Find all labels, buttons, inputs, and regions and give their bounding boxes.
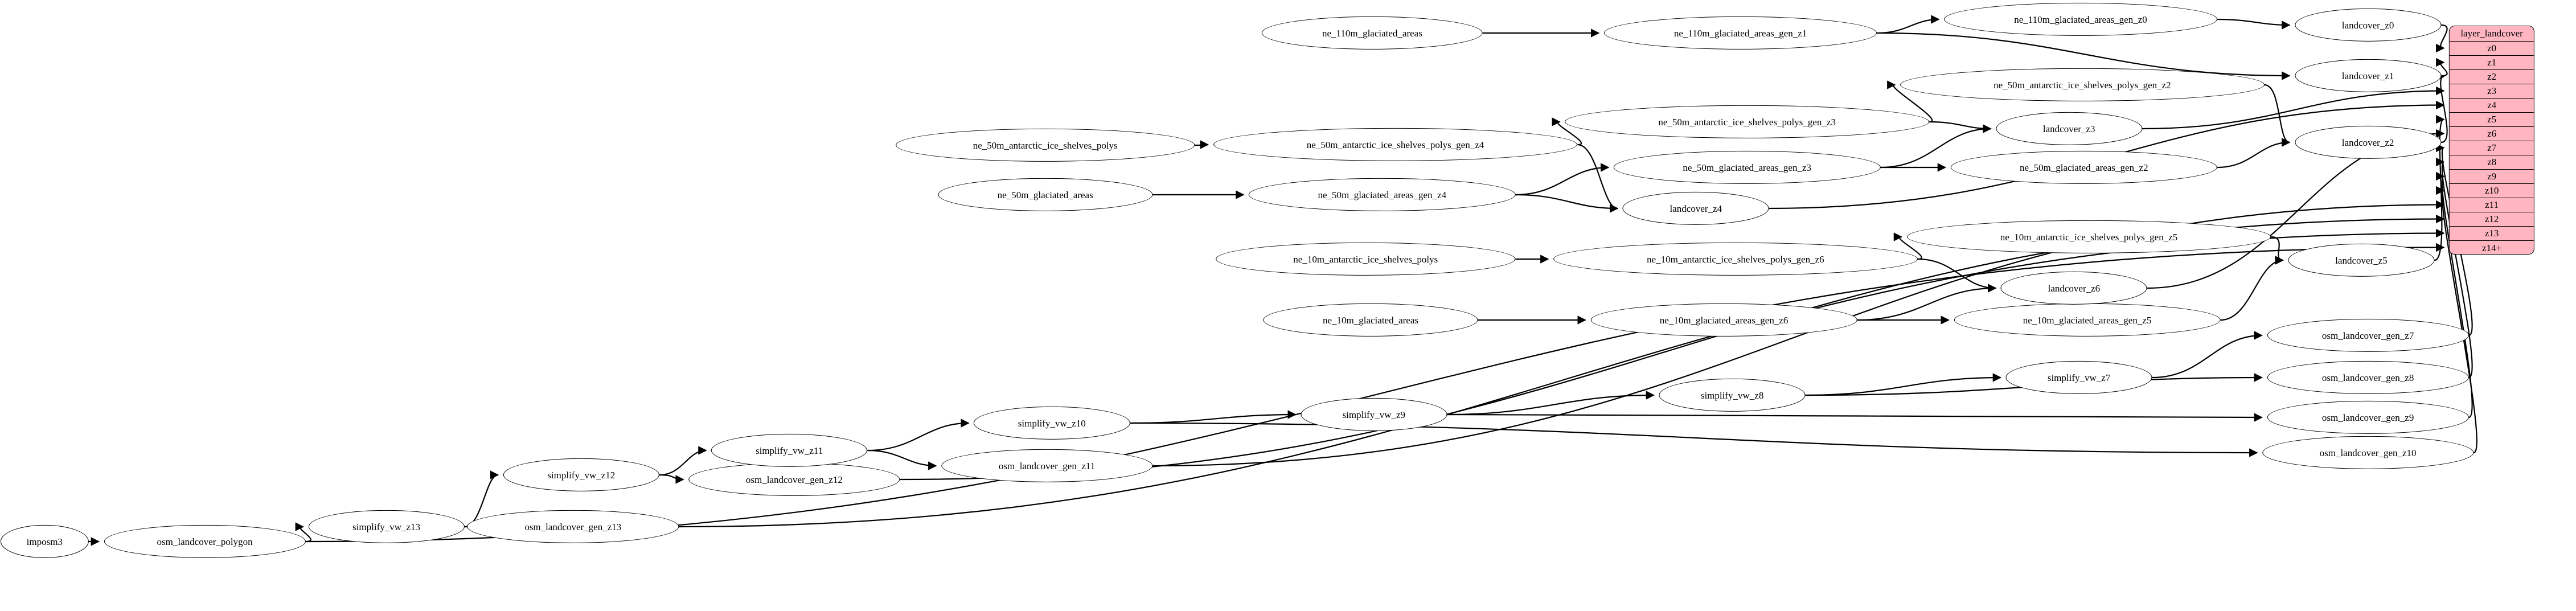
graph-node-label: ne_10m_antarctic_ice_shelves_polys_gen_z… — [1647, 253, 1824, 265]
record-row-z8[interactable]: z8 — [2449, 155, 2534, 170]
graph-node-osm_landcover_gen_z9[interactable]: osm_landcover_gen_z9 — [2267, 400, 2469, 434]
graph-node-simplify_vw_z9[interactable]: simplify_vw_z9 — [1301, 397, 1447, 432]
graph-node-ne_50m_glaciated_areas[interactable]: ne_50m_glaciated_areas — [938, 178, 1153, 212]
graph-node-ne_50m_antarctic_ice_shelves_polys[interactable]: ne_50m_antarctic_ice_shelves_polys — [895, 128, 1195, 162]
graph-node-osm_landcover_gen_z7[interactable]: osm_landcover_gen_z7 — [2267, 318, 2469, 352]
graph-node-ne_50m_glaciated_areas_gen_z4[interactable]: ne_50m_glaciated_areas_gen_z4 — [1249, 178, 1516, 212]
graph-node-label: ne_10m_antarctic_ice_shelves_polys — [1293, 253, 1438, 265]
graph-node-label: ne_50m_antarctic_ice_shelves_polys_gen_z… — [1658, 116, 1836, 128]
graph-node-osm_landcover_gen_z12[interactable]: osm_landcover_gen_z12 — [688, 462, 900, 497]
graph-node-ne_10m_antarctic_ice_shelves_polys[interactable]: ne_10m_antarctic_ice_shelves_polys — [1216, 242, 1516, 276]
record-row-z10[interactable]: z10 — [2449, 184, 2534, 198]
graph-node-simplify_vw_z13[interactable]: simplify_vw_z13 — [308, 510, 465, 544]
graph-node-ne_50m_antarctic_ice_shelves_polys_gen_z2[interactable]: ne_50m_antarctic_ice_shelves_polys_gen_z… — [1900, 68, 2265, 102]
graph-node-label: ne_10m_glaciated_areas — [1322, 314, 1419, 326]
graph-node-label: ne_10m_glaciated_areas_gen_z5 — [2023, 314, 2152, 326]
graph-node-label: landcover_z2 — [2341, 137, 2394, 148]
graph-node-label: ne_110m_glaciated_areas — [1322, 27, 1422, 39]
record-row-z0[interactable]: z0 — [2449, 42, 2534, 56]
graph-node-osm_landcover_gen_z13[interactable]: osm_landcover_gen_z13 — [467, 510, 679, 544]
graph-node-osm_landcover_gen_z11[interactable]: osm_landcover_gen_z11 — [941, 449, 1153, 483]
graph-node-label: osm_landcover_polygon — [157, 536, 253, 547]
graph-node-label: imposm3 — [26, 536, 63, 547]
record-row-z5[interactable]: z5 — [2449, 113, 2534, 127]
record-row-z13[interactable]: z13 — [2449, 227, 2534, 241]
graph-node-simplify_vw_z11[interactable]: simplify_vw_z11 — [711, 433, 868, 468]
graph-node-label: simplify_vw_z11 — [756, 445, 823, 456]
graph-node-label: osm_landcover_gen_z9 — [2321, 412, 2414, 423]
graph-node-ne_10m_glaciated_areas_gen_z5[interactable]: ne_10m_glaciated_areas_gen_z5 — [1954, 303, 2221, 337]
graph-node-label: simplify_vw_z8 — [1700, 389, 1764, 401]
graph-node-label: simplify_vw_z13 — [352, 521, 421, 532]
graph-node-label: osm_landcover_gen_z12 — [745, 474, 843, 485]
record-row-z1[interactable]: z1 — [2449, 56, 2534, 70]
graph-node-osm_landcover_gen_z8[interactable]: osm_landcover_gen_z8 — [2267, 360, 2469, 395]
graph-node-osm_landcover_gen_z10[interactable]: osm_landcover_gen_z10 — [2262, 436, 2474, 470]
graph-node-simplify_vw_z10[interactable]: simplify_vw_z10 — [974, 406, 1130, 440]
graph-node-label: ne_50m_antarctic_ice_shelves_polys — [973, 140, 1118, 151]
graph-node-ne_50m_antarctic_ice_shelves_polys_gen_z4[interactable]: ne_50m_antarctic_ice_shelves_polys_gen_z… — [1213, 128, 1578, 162]
graph-node-label: ne_50m_antarctic_ice_shelves_polys_gen_z… — [1993, 79, 2171, 91]
graph-node-label: landcover_z3 — [2042, 123, 2095, 134]
graph-node-label: osm_landcover_gen_z13 — [524, 521, 622, 532]
graph-node-ne_50m_glaciated_areas_gen_z2[interactable]: ne_50m_glaciated_areas_gen_z2 — [1950, 150, 2218, 184]
graph-node-label: osm_landcover_gen_z10 — [2319, 447, 2417, 458]
graph-node-label: ne_10m_glaciated_areas_gen_z6 — [1659, 314, 1789, 326]
graph-node-label: ne_10m_antarctic_ice_shelves_polys_gen_z… — [2000, 231, 2178, 243]
graph-node-label: osm_landcover_gen_z11 — [998, 460, 1096, 471]
graph-node-label: ne_50m_glaciated_areas_gen_z2 — [2019, 162, 2148, 173]
record-row-z11[interactable]: z11 — [2449, 198, 2534, 212]
graph-node-label: simplify_vw_z7 — [2047, 372, 2111, 383]
graph-node-simplify_vw_z7[interactable]: simplify_vw_z7 — [2005, 360, 2152, 395]
graph-node-label: landcover_z1 — [2341, 70, 2394, 81]
record-row-z6[interactable]: z6 — [2449, 127, 2534, 141]
graph-node-label: simplify_vw_z10 — [1018, 417, 1086, 429]
graph-node-ne_10m_antarctic_ice_shelves_polys_gen_z6[interactable]: ne_10m_antarctic_ice_shelves_polys_gen_z… — [1553, 242, 1918, 276]
graph-node-label: ne_110m_glaciated_areas_gen_z1 — [1673, 27, 1807, 39]
graph-node-landcover_z3[interactable]: landcover_z3 — [1996, 112, 2143, 146]
graph-node-landcover_z0[interactable]: landcover_z0 — [2295, 8, 2442, 42]
record-row-z9[interactable]: z9 — [2449, 170, 2534, 184]
graph-node-ne_10m_glaciated_areas_gen_z6[interactable]: ne_10m_glaciated_areas_gen_z6 — [1590, 303, 1857, 337]
graph-node-label: ne_50m_glaciated_areas_gen_z3 — [1683, 162, 1811, 173]
graph-node-label: osm_landcover_gen_z8 — [2321, 372, 2414, 383]
graph-node-label: landcover_z5 — [2335, 255, 2388, 266]
record-row-z7[interactable]: z7 — [2449, 141, 2534, 155]
record-row-z12[interactable]: z12 — [2449, 212, 2534, 227]
graph-node-landcover_z4[interactable]: landcover_z4 — [1622, 191, 1769, 225]
graph-node-landcover_z1[interactable]: landcover_z1 — [2295, 59, 2442, 93]
graph-node-ne_50m_antarctic_ice_shelves_polys_gen_z3[interactable]: ne_50m_antarctic_ice_shelves_polys_gen_z… — [1565, 105, 1930, 139]
graph-node-simplify_vw_z12[interactable]: simplify_vw_z12 — [503, 458, 659, 492]
record-table-header: layer_landcover — [2449, 26, 2534, 42]
graph-node-ne_50m_glaciated_areas_gen_z3[interactable]: ne_50m_glaciated_areas_gen_z3 — [1613, 150, 1881, 184]
graph-node-label: ne_50m_antarctic_ice_shelves_polys_gen_z… — [1306, 139, 1484, 150]
graph-node-ne_110m_glaciated_areas[interactable]: ne_110m_glaciated_areas — [1261, 16, 1483, 50]
graph-node-ne_110m_glaciated_areas_gen_z0[interactable]: ne_110m_glaciated_areas_gen_z0 — [1944, 2, 2217, 36]
graph-node-landcover_z2[interactable]: landcover_z2 — [2295, 125, 2442, 159]
graph-node-label: landcover_z6 — [2048, 282, 2101, 294]
graph-node-label: landcover_z0 — [2341, 19, 2394, 31]
graph-node-label: simplify_vw_z9 — [1342, 409, 1406, 420]
graph-node-simplify_vw_z8[interactable]: simplify_vw_z8 — [1659, 378, 1806, 412]
graph-node-osm_landcover_polygon[interactable]: osm_landcover_polygon — [104, 524, 306, 559]
record-row-z14plus[interactable]: z14+ — [2449, 241, 2534, 254]
record-row-z3[interactable]: z3 — [2449, 84, 2534, 99]
record-row-z4[interactable]: z4 — [2449, 99, 2534, 113]
graph-node-ne_110m_glaciated_areas_gen_z1[interactable]: ne_110m_glaciated_areas_gen_z1 — [1603, 16, 1877, 50]
graph-node-label: osm_landcover_gen_z7 — [2321, 330, 2414, 341]
graph-node-ne_10m_antarctic_ice_shelves_polys_gen_z5[interactable]: ne_10m_antarctic_ice_shelves_polys_gen_z… — [1906, 220, 2271, 254]
graph-node-label: simplify_vw_z12 — [547, 469, 616, 481]
graph-node-label: landcover_z4 — [1670, 203, 1722, 214]
graph-node-label: ne_110m_glaciated_areas_gen_z0 — [2014, 14, 2147, 25]
record-row-z2[interactable]: z2 — [2449, 70, 2534, 84]
graph-node-label: ne_50m_glaciated_areas — [997, 189, 1093, 200]
graph-node-label: ne_50m_glaciated_areas_gen_z4 — [1318, 189, 1447, 200]
graph-node-ne_10m_glaciated_areas[interactable]: ne_10m_glaciated_areas — [1263, 303, 1478, 337]
graph-node-landcover_z5[interactable]: landcover_z5 — [2288, 243, 2435, 277]
graph-node-landcover_z6[interactable]: landcover_z6 — [2000, 271, 2147, 305]
graph-node-imposm3[interactable]: imposm3 — [1, 524, 89, 559]
